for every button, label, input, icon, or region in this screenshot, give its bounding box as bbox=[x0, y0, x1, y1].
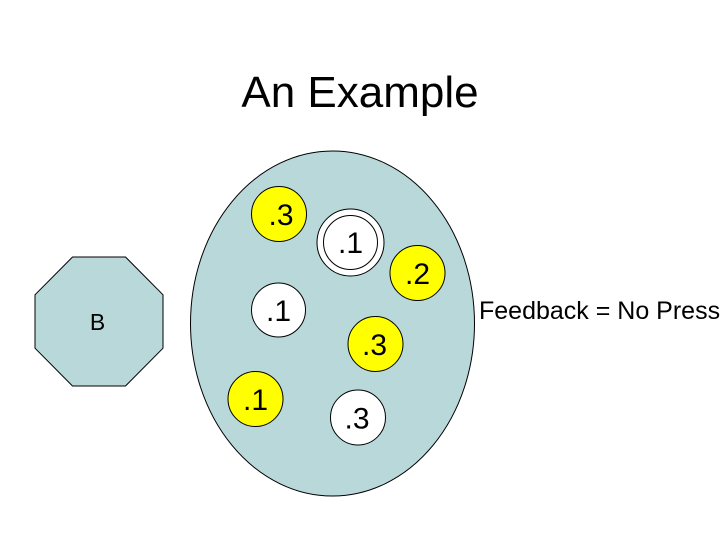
prob-circle-7-label: .3 bbox=[344, 403, 369, 436]
container-ellipse bbox=[190, 150, 475, 497]
prob-circle-4 bbox=[251, 282, 306, 338]
prob-circle-3 bbox=[389, 245, 446, 301]
prob-circle-4-label: .1 bbox=[266, 295, 291, 328]
prob-circle-2-label: .1 bbox=[338, 227, 363, 260]
octagon-label: B bbox=[90, 309, 105, 335]
response-octagon bbox=[34, 256, 164, 387]
prob-circle-1 bbox=[251, 186, 307, 242]
prob-circle-2 bbox=[323, 215, 378, 270]
prob-circle-5 bbox=[347, 316, 404, 372]
slide-title: An Example bbox=[241, 68, 479, 117]
prob-circle-6-label: .1 bbox=[243, 384, 268, 417]
prob-circle-6 bbox=[227, 371, 284, 427]
prob-circle-3-label: .2 bbox=[405, 258, 430, 291]
prob-circle-5-label: .3 bbox=[362, 329, 387, 362]
prob-circle-1-label: .3 bbox=[268, 199, 293, 232]
feedback-text: Feedback = No Press bbox=[479, 297, 720, 325]
prob-circle-7 bbox=[330, 389, 386, 446]
